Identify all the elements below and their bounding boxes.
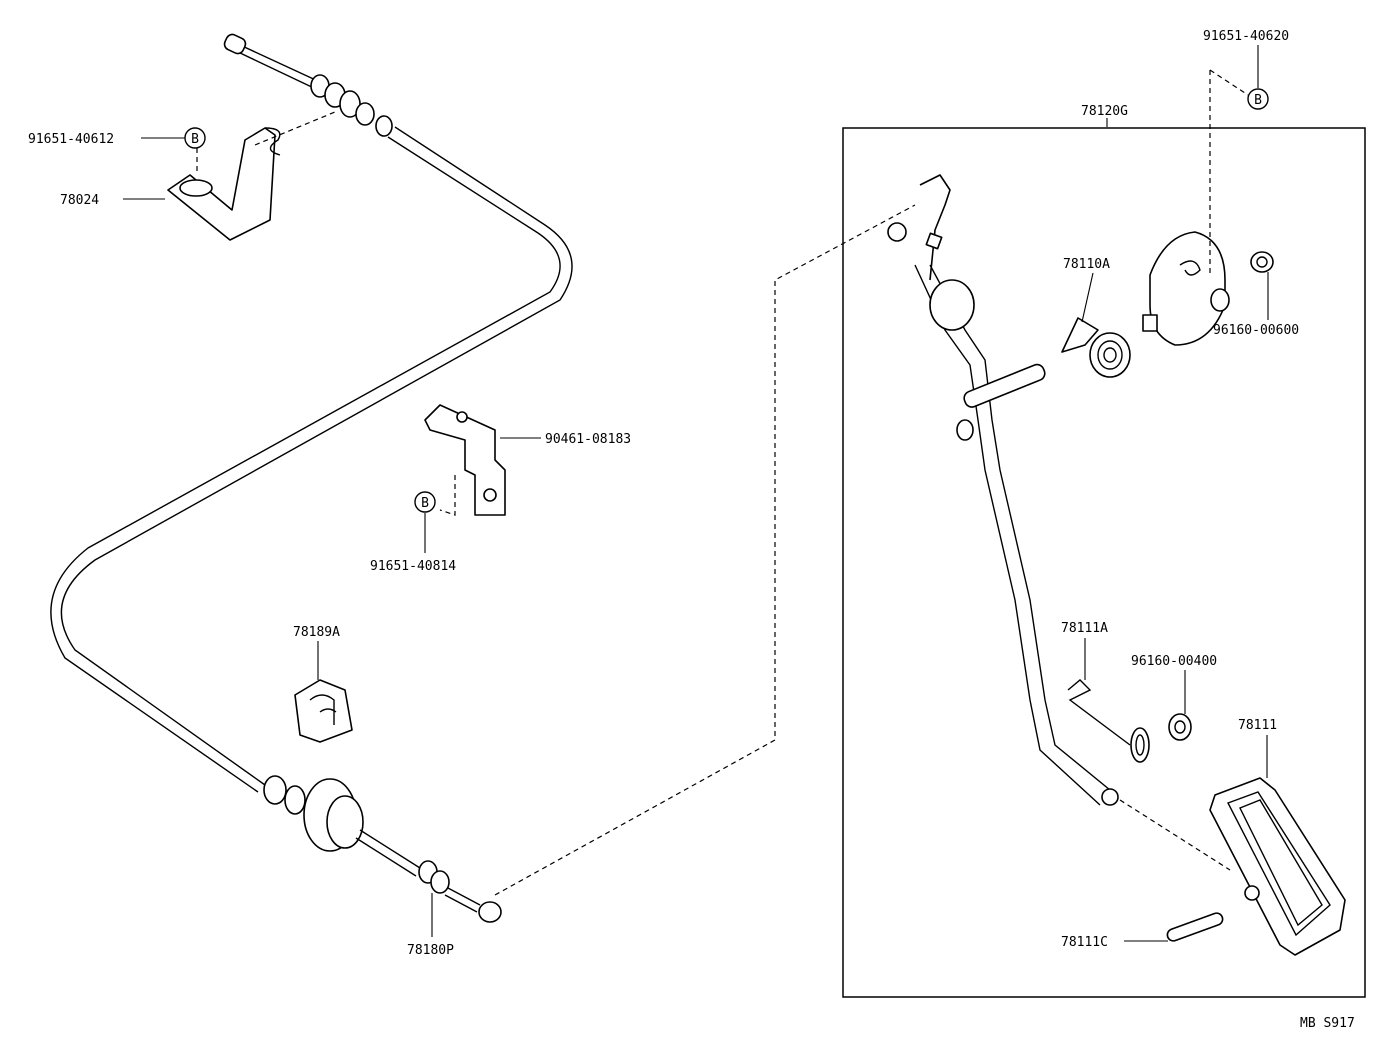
leader-lines xyxy=(123,45,1269,942)
svg-text:B: B xyxy=(1254,93,1262,108)
assembly-label-78120G: 78120G xyxy=(1081,104,1128,119)
callout-90461-08183: 90461-08183 xyxy=(545,432,631,447)
pin-78111C xyxy=(1166,912,1224,942)
marker-b-1: B xyxy=(184,127,206,149)
relation-lines xyxy=(196,69,1249,896)
diagram-code: MB S917 xyxy=(1300,1016,1355,1031)
callout-78111: 78111 xyxy=(1238,718,1277,733)
callout-78111C: 78111C xyxy=(1061,935,1108,950)
callout-78024: 78024 xyxy=(60,193,99,208)
pedal-stopper-plate xyxy=(1142,231,1230,346)
callout-91651-40620: 91651-40620 xyxy=(1203,29,1289,44)
callout-91651-40612: 91651-40612 xyxy=(28,132,114,147)
marker-b-3: B xyxy=(1247,88,1269,110)
clip-96160-00600 xyxy=(1250,251,1274,273)
clip-bracket-90461-08183 xyxy=(424,404,506,516)
spring-78110A xyxy=(1061,317,1131,378)
cable-bracket-78024 xyxy=(167,127,281,241)
pedal-pad-78111 xyxy=(1209,777,1346,956)
callout-78180P: 78180P xyxy=(407,943,454,958)
svg-text:B: B xyxy=(421,496,429,511)
svg-text:B: B xyxy=(191,132,199,147)
spring-78111A xyxy=(1067,679,1150,763)
clip-96160-00400 xyxy=(1168,713,1192,741)
marker-b-2: B xyxy=(414,491,436,513)
callout-96160-00600: 96160-00600 xyxy=(1213,323,1299,338)
pedal-lever xyxy=(887,174,1119,806)
assembly-frame-78120G xyxy=(842,127,1366,998)
accelerator-cable xyxy=(50,33,573,923)
cable-clamp-78189A xyxy=(294,679,353,743)
callout-91651-40814: 91651-40814 xyxy=(370,559,456,574)
callout-78189A: 78189A xyxy=(293,625,340,640)
callout-78110A: 78110A xyxy=(1063,257,1110,272)
callout-96160-00400: 96160-00400 xyxy=(1131,654,1217,669)
callout-78111A: 78111A xyxy=(1061,621,1108,636)
